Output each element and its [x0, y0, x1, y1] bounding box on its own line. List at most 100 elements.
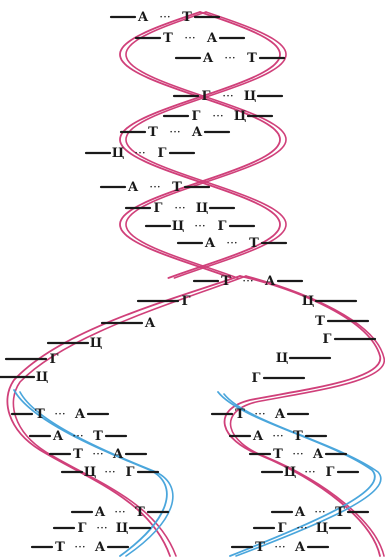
right-daughter-base: Т [235, 407, 245, 422]
right-daughter-bond: ··· [314, 505, 325, 519]
right-daughter-bond: ··· [272, 429, 283, 443]
base-letter: Г [192, 109, 201, 124]
hydrogen-bond-dots: ··· [174, 201, 185, 215]
hydrogen-bond-dots: ··· [212, 109, 223, 123]
hydrogen-bond-dots: ··· [134, 146, 145, 160]
hydrogen-bond-dots: ··· [222, 89, 233, 103]
fork-left-strand-2 [12, 275, 247, 557]
left-daughter-base: Т [35, 407, 45, 422]
left-daughter-bond: ··· [104, 465, 115, 479]
left-daughter-base: Ц [84, 465, 97, 480]
hydrogen-bond-dots: ··· [194, 219, 205, 233]
base-letter: Ц [112, 146, 125, 161]
left-daughter-base: Г [78, 521, 87, 536]
parent-strand-b-shadow [125, 11, 287, 279]
base-letter: А [128, 180, 139, 195]
base-letter: Г [158, 146, 167, 161]
base-letter: Т [148, 125, 158, 140]
left-daughter-bond: ··· [92, 447, 103, 461]
unpaired-base-left: А [145, 316, 156, 331]
left-daughter-base: Г [126, 465, 135, 480]
parent-strand-b [125, 11, 287, 279]
right-daughter-base: Т [335, 505, 345, 520]
parent-strand-a [119, 11, 281, 279]
left-daughter-base: А [95, 505, 106, 520]
right-daughter-base: Г [326, 465, 335, 480]
right-daughter-bond: ··· [304, 465, 315, 479]
right-daughter-base: А [313, 447, 324, 462]
base-letter: Ц [244, 89, 257, 104]
base-pair-rungs: А···ТТ···АА···ТГ···ЦГ···ЦТ···АЦ···ГА···Т… [0, 10, 377, 555]
hydrogen-bond-dots: ··· [149, 180, 160, 194]
left-daughter-base: Т [135, 505, 145, 520]
base-letter: Т [182, 10, 192, 25]
left-daughter-base: А [95, 540, 106, 555]
right-daughter-base: А [253, 429, 264, 444]
right-daughter-bond: ··· [274, 540, 285, 554]
left-daughter-base: Т [93, 429, 103, 444]
left-daughter-base: А [75, 407, 86, 422]
left-daughter-base: Т [73, 447, 83, 462]
base-letter: Т [247, 51, 257, 66]
left-daughter-base: А [53, 429, 64, 444]
hydrogen-bond-dots: ··· [169, 125, 180, 139]
helix-strands [6, 11, 385, 557]
base-letter: Т [249, 236, 259, 251]
right-daughter-bond: ··· [254, 407, 265, 421]
unpaired-base-right: Ц [276, 351, 289, 366]
unpaired-base-left: Г [182, 294, 191, 309]
left-daughter-base: А [113, 447, 124, 462]
base-letter: Г [218, 219, 227, 234]
right-daughter-bond: ··· [292, 447, 303, 461]
hydrogen-bond-dots: ··· [159, 10, 170, 24]
right-daughter-base: Г [278, 521, 287, 536]
parent-strand-a-shadow [119, 11, 281, 279]
fork-right-strand [223, 275, 381, 557]
base-letter: Ц [196, 201, 209, 216]
left-daughter-bond: ··· [96, 521, 107, 535]
new-strand-right-2 [223, 393, 382, 557]
base-letter: А [207, 31, 218, 46]
unpaired-base-left: Г [50, 352, 59, 367]
right-daughter-base: А [295, 505, 306, 520]
hydrogen-bond-dots: ··· [224, 51, 235, 65]
left-daughter-base: Ц [116, 521, 129, 536]
right-daughter-bond: ··· [296, 521, 307, 535]
left-daughter-bond: ··· [74, 540, 85, 554]
base-letter: А [203, 51, 214, 66]
unpaired-base-right: Т [315, 314, 325, 329]
right-daughter-base: Ц [316, 521, 329, 536]
unpaired-base-left: Ц [36, 370, 49, 385]
right-daughter-base: Т [293, 429, 303, 444]
base-letter: Т [172, 180, 182, 195]
base-letter: Г [154, 201, 163, 216]
base-letter: Т [163, 31, 173, 46]
base-letter: А [192, 125, 203, 140]
right-daughter-base: А [295, 540, 306, 555]
base-letter: А [138, 10, 149, 25]
unpaired-base-right: Г [252, 371, 261, 386]
base-letter: Г [202, 89, 211, 104]
unpaired-base-right: Г [323, 332, 332, 347]
left-daughter-bond: ··· [72, 429, 83, 443]
base-letter: Ц [172, 219, 185, 234]
base-letter: А [265, 274, 276, 289]
right-daughter-base: Т [255, 540, 265, 555]
base-letter: Т [221, 274, 231, 289]
hydrogen-bond-dots: ··· [242, 274, 253, 288]
base-letter: А [205, 236, 216, 251]
hydrogen-bond-dots: ··· [184, 31, 195, 45]
left-daughter-bond: ··· [54, 407, 65, 421]
fork-left-strand [6, 275, 241, 557]
right-daughter-base: Ц [284, 465, 297, 480]
right-daughter-base: Т [273, 447, 283, 462]
unpaired-base-left: Ц [90, 336, 103, 351]
left-daughter-base: Т [55, 540, 65, 555]
hydrogen-bond-dots: ··· [226, 236, 237, 250]
left-daughter-bond: ··· [114, 505, 125, 519]
right-daughter-base: А [275, 407, 286, 422]
unpaired-base-right: Ц [302, 294, 315, 309]
base-letter: Ц [234, 109, 247, 124]
